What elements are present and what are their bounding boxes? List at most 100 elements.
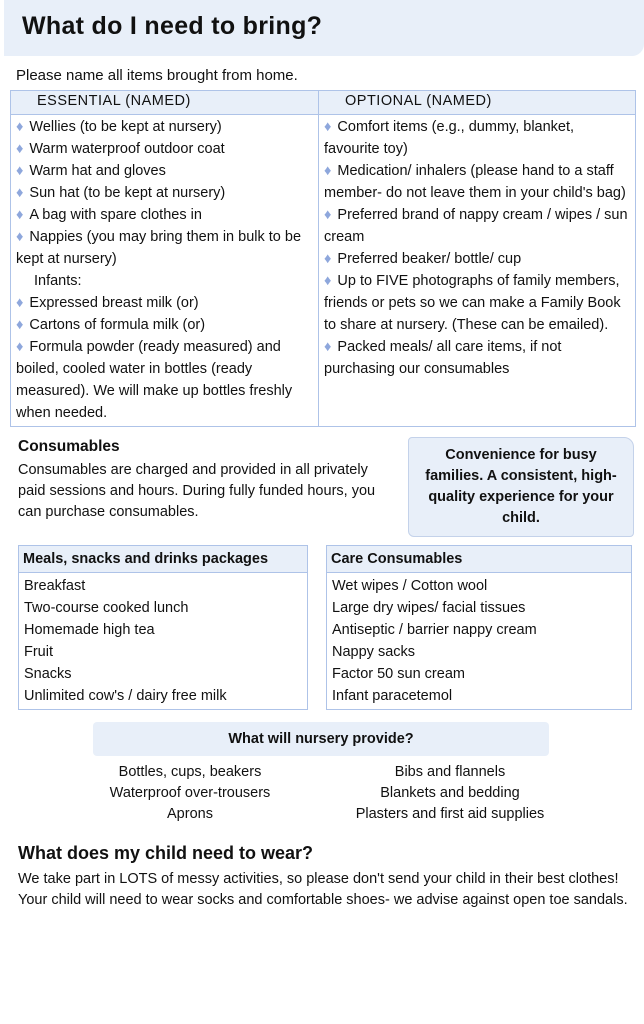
care-box: Care Consumables Wet wipes / Cotton wool… (326, 545, 632, 710)
wear-heading: What does my child need to wear? (18, 843, 314, 863)
meals-header: Meals, snacks and drinks packages (19, 546, 307, 573)
list-item-text: Comfort items (e.g., dummy, blanket, fav… (324, 119, 575, 157)
essential-column: ♦ Wellies (to be kept at nursery) ♦ Warm wa… (10, 114, 319, 427)
consumables-section: Consumables Consumables are charged and … (18, 437, 634, 537)
list-item: Waterproof over-trousers (60, 783, 320, 804)
list-item-text: Two-course cooked lunch (24, 600, 189, 616)
bring-table: ESSENTIAL (NAMED) OPTIONAL (NAMED) ♦ Well… (10, 90, 636, 427)
list-item-text: Aprons (167, 806, 213, 822)
list-item: Fruit (24, 641, 302, 663)
list-item: Unlimited cow's / dairy free milk (24, 685, 302, 707)
diamond-bullet-icon: ♦ (16, 229, 24, 245)
list-item-text: Antiseptic / barrier nappy cream (332, 622, 537, 638)
list-item-text: Formula powder (ready measured) and boil… (16, 339, 293, 421)
diamond-bullet-icon: ♦ (16, 317, 24, 333)
list-item: ♦Preferred brand of nappy cream / wipes … (324, 204, 631, 248)
list-item-text: Waterproof over-trousers (109, 785, 271, 801)
list-item: Infant paracetemol (332, 685, 626, 707)
diamond-bullet-icon: ♦ (16, 295, 24, 311)
optional-header: OPTIONAL (NAMED) (318, 90, 636, 115)
list-item-text: Warm hat and gloves (29, 163, 166, 179)
list-item: ♦Nappies (you may bring them in bulk to … (16, 226, 314, 270)
care-header: Care Consumables (327, 546, 631, 573)
consumables-heading: Consumables (18, 438, 120, 455)
wear-paragraph: Your child will need to wear socks and c… (18, 892, 628, 908)
list-item: Antiseptic / barrier nappy cream (332, 619, 626, 641)
diamond-bullet-icon: ♦ (324, 273, 332, 289)
list-item: ♦Comfort items (e.g., dummy, blanket, fa… (324, 116, 631, 160)
list-item-text: Breakfast (24, 578, 86, 594)
list-item-text: Preferred beaker/ bottle/ cup (337, 251, 522, 267)
list-item: ♦Packed meals/ all care items, if not pu… (324, 336, 631, 380)
optional-column: ♦Comfort items (e.g., dummy, blanket, fa… (318, 114, 636, 427)
list-item-text: Medication/ inhalers (please hand to a s… (324, 163, 626, 201)
list-item-text: Wet wipes / Cotton wool (332, 578, 488, 594)
diamond-bullet-icon: ♦ (16, 141, 24, 157)
list-item-text: Preferred brand of nappy cream / wipes /… (324, 207, 628, 245)
diamond-bullet-icon: ♦ (324, 207, 332, 223)
list-item-text: Fruit (24, 644, 53, 660)
list-item-text: Plasters and first aid supplies (355, 806, 545, 822)
list-item-text: Homemade high tea (24, 622, 155, 638)
list-item: ♦ Cartons of formula milk (or) (16, 314, 314, 336)
list-item-text: Up to FIVE photographs of family members… (324, 273, 621, 333)
infants-label: Infants: (34, 273, 82, 289)
list-item: Nappy sacks (332, 641, 626, 663)
list-item: ♦Up to FIVE photographs of family member… (324, 270, 631, 336)
list-item: ♦ Warm waterproof outdoor coat (16, 138, 314, 160)
list-item-text: Unlimited cow's / dairy free milk (24, 688, 227, 704)
list-item: Aprons (60, 804, 320, 825)
wear-text: We take part in LOTS of messy activities… (18, 869, 634, 911)
list-item: ♦Formula powder (ready measured) and boi… (16, 336, 314, 424)
provide-heading: What will nursery provide? (93, 722, 549, 756)
list-item: Factor 50 sun cream (332, 663, 626, 685)
list-item-text: Infant paracetemol (332, 688, 453, 704)
diamond-bullet-icon: ♦ (324, 251, 332, 267)
diamond-bullet-icon: ♦ (16, 163, 24, 179)
intro-text: Please name all items brought from home. (16, 67, 298, 84)
list-item: Homemade high tea (24, 619, 302, 641)
list-item: Wet wipes / Cotton wool (332, 575, 626, 597)
list-item-text: Bottles, cups, beakers (118, 764, 262, 780)
diamond-bullet-icon: ♦ (16, 207, 24, 223)
list-item-text: Packed meals/ all care items, if not pur… (324, 339, 562, 377)
diamond-bullet-icon: ♦ (16, 119, 24, 135)
list-item-text: Snacks (24, 666, 72, 682)
list-item-text: Wellies (to be kept at nursery) (29, 119, 222, 135)
list-item: Blankets and bedding (320, 783, 580, 804)
meals-box: Meals, snacks and drinks packages Breakf… (18, 545, 308, 710)
diamond-bullet-icon: ♦ (16, 339, 24, 355)
list-item: Snacks (24, 663, 302, 685)
page-title: What do I need to bring? (22, 12, 323, 40)
list-item-text: Blankets and bedding (380, 785, 520, 801)
list-item-text: A bag with spare clothes in (29, 207, 202, 223)
list-item-text: Nappy sacks (332, 644, 416, 660)
essential-header: ESSENTIAL (NAMED) (10, 90, 319, 115)
list-item: ♦ A bag with spare clothes in (16, 204, 314, 226)
title-banner: What do I need to bring? (4, 0, 644, 56)
list-item: ♦ Wellies (to be kept at nursery) (16, 116, 314, 138)
list-item: ♦ Preferred beaker/ bottle/ cup (324, 248, 631, 270)
list-item-text: Large dry wipes/ facial tissues (332, 600, 526, 616)
wear-paragraph: We take part in LOTS of messy activities… (18, 871, 619, 887)
convenience-callout: Convenience for busy families. A consist… (408, 437, 634, 537)
list-item: Plasters and first aid supplies (320, 804, 580, 825)
diamond-bullet-icon: ♦ (324, 339, 332, 355)
list-item-text: Factor 50 sun cream (332, 666, 465, 682)
list-item: Bibs and flannels (320, 762, 580, 783)
consumables-text: Consumables are charged and provided in … (18, 462, 376, 520)
list-item-text: Expressed breast milk (or) (29, 295, 199, 311)
diamond-bullet-icon: ♦ (324, 163, 332, 179)
list-item: Two-course cooked lunch (24, 597, 302, 619)
list-item: ♦Sun hat (to be kept at nursery) (16, 182, 314, 204)
diamond-bullet-icon: ♦ (16, 185, 24, 201)
list-item-text: Nappies (you may bring them in bulk to b… (16, 229, 302, 267)
list-item: ♦ Expressed breast milk (or) (16, 292, 314, 314)
list-item-text: Cartons of formula milk (or) (29, 317, 206, 333)
list-item-text: Warm waterproof outdoor coat (29, 141, 225, 157)
list-item: Breakfast (24, 575, 302, 597)
diamond-bullet-icon: ♦ (324, 119, 332, 135)
list-item: ♦Medication/ inhalers (please hand to a … (324, 160, 631, 204)
